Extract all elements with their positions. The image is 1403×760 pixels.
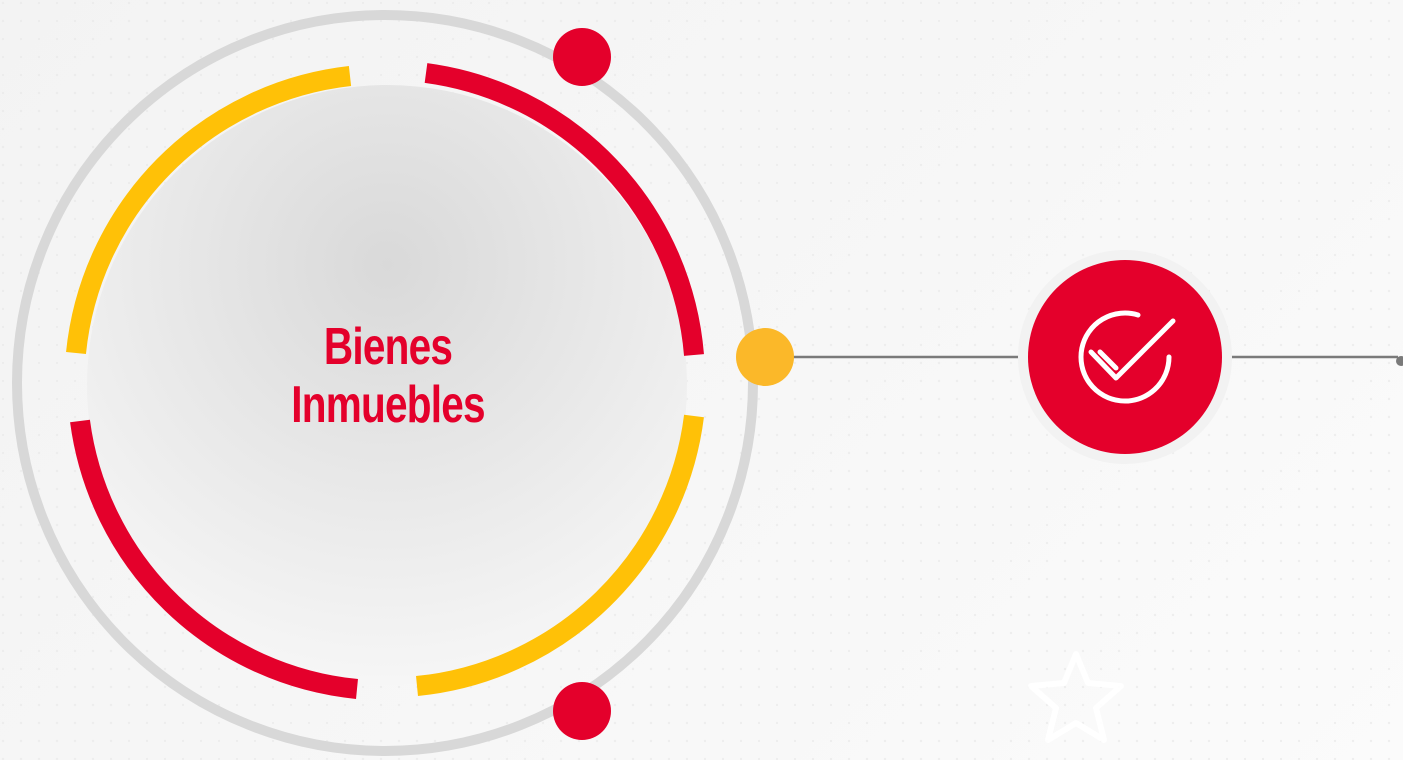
- hub-title-line1: Bienes: [323, 318, 453, 376]
- arc-bottom-left: [70, 419, 358, 699]
- red-dot-top: [553, 28, 611, 86]
- check-circle-icon: [1078, 310, 1176, 404]
- star-outline-icon: [1028, 651, 1124, 743]
- hub-title-line2: Inmuebles: [291, 376, 485, 434]
- arc-bottom-right: [416, 414, 704, 696]
- hub-circle: [87, 85, 687, 685]
- check-badge-circle: [1028, 260, 1222, 454]
- check-badge: [1018, 250, 1232, 464]
- orange-joint-dot: [736, 328, 794, 386]
- red-dot-bottom: [553, 682, 611, 740]
- arc-top-right: [424, 63, 704, 356]
- hub-title: Bienes Inmuebles: [232, 318, 544, 434]
- arc-top-left: [66, 66, 352, 355]
- connector-end-dot: [1396, 356, 1403, 366]
